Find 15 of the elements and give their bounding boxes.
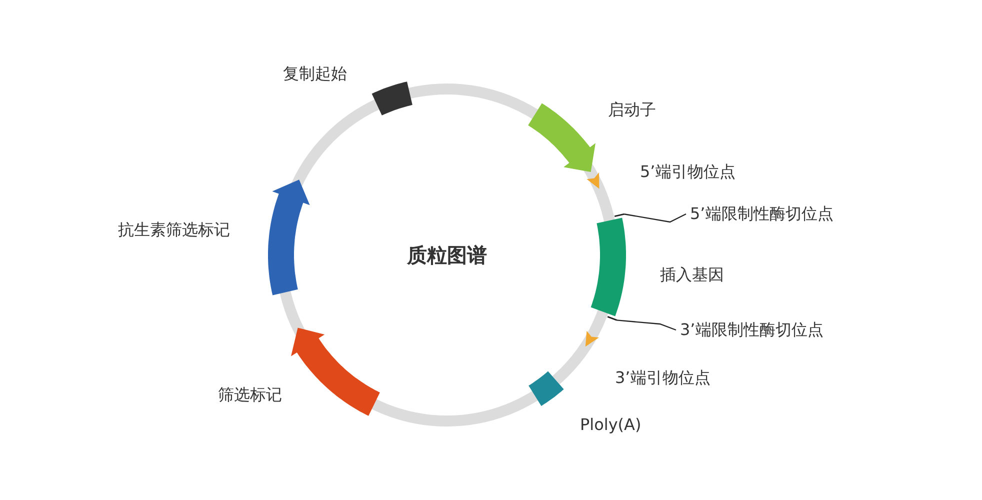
feature-label: 启动子	[608, 100, 656, 120]
feature-label: 筛选标记	[218, 385, 282, 405]
map-title: 质粒图谱	[407, 242, 487, 268]
feature-label: 5’端引物位点	[640, 162, 736, 182]
feature-label: 3’端限制性酶切位点	[680, 320, 824, 340]
feature-label: 抗生素筛选标记	[118, 220, 230, 240]
feature-label: 插入基因	[660, 265, 724, 285]
feature-label: 5’端限制性酶切位点	[690, 204, 834, 224]
cut-site-tick	[614, 213, 624, 218]
feature-label: 复制起始	[283, 64, 347, 84]
feature-label: 3’端引物位点	[615, 368, 710, 388]
leader-line	[616, 320, 676, 331]
leader-line	[624, 213, 686, 223]
feature-label: Ploly(A)	[580, 415, 642, 435]
cut-site-tick	[607, 316, 618, 321]
